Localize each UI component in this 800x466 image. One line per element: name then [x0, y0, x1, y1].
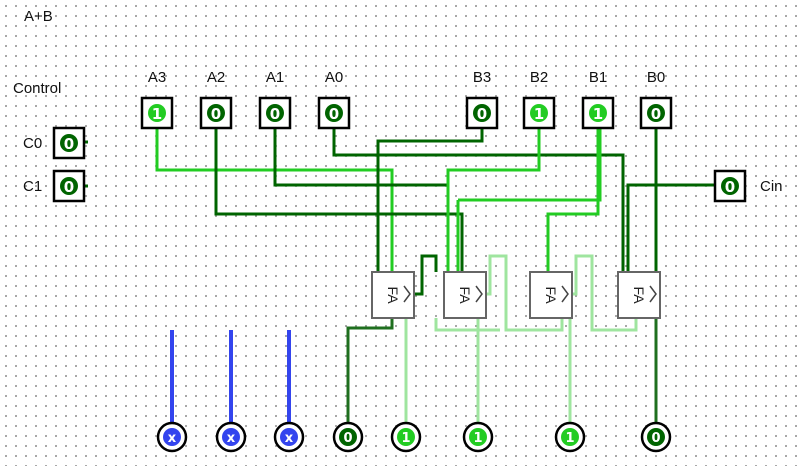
label-a0: A0 — [325, 69, 343, 86]
input-pin-b1-value: 1 — [593, 105, 603, 123]
input-pin-a1-state-dot — [266, 104, 284, 122]
output-pin-2: 1 — [462, 421, 494, 453]
label-b3: B3 — [473, 69, 491, 86]
input-pin-a1-value: 0 — [270, 105, 280, 123]
output-pin-3-state-dot — [561, 428, 579, 446]
input-pin-b1-state-dot — [589, 104, 607, 122]
control-heading: Control — [13, 80, 62, 97]
full-adder-label: FA — [385, 286, 401, 304]
wire-out-0 — [346, 318, 394, 424]
label-c0: C0 — [23, 135, 42, 152]
output-pin-floating-2-state-dot — [280, 428, 298, 446]
output-pin-4: 0 — [640, 421, 672, 453]
input-pin-c0[interactable]: 0 — [52, 126, 86, 160]
wire-a0 — [332, 128, 625, 272]
output-pin-1-state-dot — [397, 428, 415, 446]
input-pin-b1[interactable]: 1 — [581, 96, 615, 130]
input-pin-b0-state-dot — [647, 104, 665, 122]
output-pin-3-value: 1 — [565, 431, 574, 446]
input-pin-b2-value: 1 — [534, 105, 544, 123]
label-b2: B2 — [530, 69, 548, 86]
output-pin-floating-0: x — [156, 421, 188, 453]
input-pin-c0-state-dot — [60, 134, 78, 152]
input-pin-cin-state-dot — [721, 177, 739, 195]
full-adder-label: FA — [543, 286, 559, 304]
input-pin-a1[interactable]: 0 — [258, 96, 292, 130]
input-pin-c0-value: 0 — [64, 135, 74, 153]
full-adder-0: FA — [371, 271, 415, 319]
input-pin-a0-value: 0 — [329, 105, 339, 123]
output-pin-floating-0-value: x — [168, 431, 177, 446]
output-pin-floating-1: x — [215, 421, 247, 453]
label-a2: A2 — [207, 69, 225, 86]
clock-triangle-icon — [561, 285, 569, 303]
output-pin-4-state-dot — [647, 428, 665, 446]
input-pin-cin[interactable]: 0 — [713, 169, 747, 203]
output-pin-floating-2: x — [273, 421, 305, 453]
wire-carry-1 — [572, 254, 638, 332]
wire-b3 — [376, 128, 484, 272]
wire-b2 — [446, 128, 541, 272]
input-pin-a3[interactable]: 1 — [140, 96, 174, 130]
output-pin-floating-2-value: x — [285, 431, 294, 446]
output-pin-floating-1-state-dot — [222, 428, 240, 446]
label-a3: A3 — [148, 69, 166, 86]
full-adder-label: FA — [457, 286, 473, 304]
full-adder-1: FA — [443, 271, 487, 319]
output-pin-0: 0 — [332, 421, 364, 453]
clock-triangle-icon — [475, 285, 483, 303]
input-pin-b0-value: 0 — [651, 105, 661, 123]
input-pin-a3-state-dot — [148, 104, 166, 122]
label-c1: C1 — [23, 178, 42, 195]
full-adder-3: FA — [617, 271, 661, 319]
output-pin-1-value: 1 — [401, 431, 410, 446]
input-pin-cin-value: 0 — [725, 178, 735, 196]
full-adder-2: FA — [529, 271, 573, 319]
input-pin-b3-state-dot — [473, 104, 491, 122]
wire-b1b — [546, 128, 600, 272]
input-pin-a2[interactable]: 0 — [199, 96, 233, 130]
circuit-title: A+B — [24, 8, 53, 25]
wire-a1 — [273, 128, 450, 272]
clock-triangle-icon — [649, 285, 657, 303]
input-pin-b2[interactable]: 1 — [522, 96, 556, 130]
input-pin-a2-state-dot — [207, 104, 225, 122]
input-pin-c1-state-dot — [60, 177, 78, 195]
output-pin-2-value: 1 — [473, 431, 482, 446]
label-cin: Cin — [760, 178, 783, 195]
output-pin-1: 1 — [390, 421, 422, 453]
output-pin-0-value: 0 — [343, 431, 352, 446]
wire-carry-0 — [434, 318, 500, 332]
wire-a2 — [214, 128, 464, 272]
output-pin-4-value: 0 — [651, 431, 660, 446]
input-pin-b2-state-dot — [530, 104, 548, 122]
input-pin-a0-state-dot — [325, 104, 343, 122]
full-adder-label: FA — [631, 286, 647, 304]
input-pin-c1-value: 0 — [64, 178, 74, 196]
label-b1: B1 — [589, 69, 607, 86]
wire-b1 — [458, 128, 602, 202]
output-pin-3: 1 — [554, 421, 586, 453]
label-b0: B0 — [647, 69, 665, 86]
wire-cin — [626, 183, 718, 272]
input-pin-a3-value: 1 — [152, 105, 162, 123]
clock-triangle-icon — [403, 285, 411, 303]
input-pin-b3[interactable]: 0 — [465, 96, 499, 130]
input-pin-a2-value: 0 — [211, 105, 221, 123]
input-pin-c1[interactable]: 0 — [52, 169, 86, 203]
input-pin-b3-value: 0 — [477, 105, 487, 123]
input-pin-a0[interactable]: 0 — [317, 96, 351, 130]
output-pin-0-state-dot — [339, 428, 357, 446]
input-pin-b0[interactable]: 0 — [639, 96, 673, 130]
output-pin-2-state-dot — [469, 428, 487, 446]
label-a1: A1 — [266, 69, 284, 86]
wire-carry-2 — [486, 254, 564, 332]
output-pin-floating-0-state-dot — [163, 428, 181, 446]
wire-carry-3 — [414, 254, 438, 296]
output-pin-floating-1-value: x — [227, 431, 236, 446]
